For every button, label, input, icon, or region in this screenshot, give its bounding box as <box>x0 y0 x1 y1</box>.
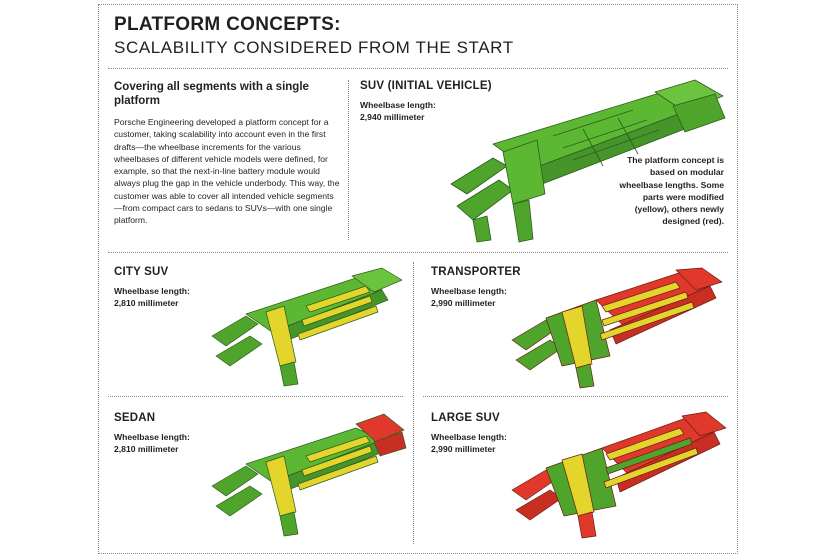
chassis-red-yellow-green-icon <box>511 267 723 389</box>
wheelbase-transporter: Wheelbase length: 2,990 millimeter <box>431 285 551 309</box>
vehicle-name-suv: SUV (INITIAL VEHICLE) <box>360 80 492 92</box>
wheelbase-label: Wheelbase length: <box>114 286 190 296</box>
wheelbase-suv: Wheelbase length: 2,940 millimeter <box>360 99 480 123</box>
wheelbase-sedan: Wheelbase length: 2,810 millimeter <box>114 431 234 455</box>
wheelbase-label: Wheelbase length: <box>431 432 507 442</box>
wheelbase-value: 2,940 millimeter <box>360 112 425 122</box>
intro-body: Porsche Engineering developed a platform… <box>114 117 340 226</box>
wheelbase-value: 2,810 millimeter <box>114 298 179 308</box>
chassis-red-green-yellow-icon <box>511 411 727 539</box>
vehicle-name-sedan: SEDAN <box>114 412 156 424</box>
platform-note: The platform concept is based on modular… <box>619 155 724 227</box>
lower-left-divider <box>108 396 403 397</box>
intro-divider <box>348 80 349 240</box>
wheelbase-label: Wheelbase length: <box>114 432 190 442</box>
page-title: PLATFORM CONCEPTS: <box>114 14 341 35</box>
upper-section-divider <box>108 252 728 253</box>
bottom-border <box>98 553 738 554</box>
wheelbase-city-suv: Wheelbase length: 2,810 millimeter <box>114 285 234 309</box>
intro-heading: Covering all segments with a single plat… <box>114 81 309 107</box>
infographic-frame: PLATFORM CONCEPTS: SCALABILITY CONSIDERE… <box>98 4 738 554</box>
wheelbase-value: 2,810 millimeter <box>114 444 179 454</box>
vehicle-name-city-suv: CITY SUV <box>114 266 169 278</box>
top-border <box>98 4 738 5</box>
middle-vertical-divider <box>413 262 414 544</box>
left-border <box>98 4 99 554</box>
vehicle-name-large-suv: LARGE SUV <box>431 412 500 424</box>
chassis-all-green-icon <box>450 79 726 243</box>
chassis-green-yellow-red-icon <box>211 413 407 537</box>
chassis-green-yellow-icon <box>211 267 403 387</box>
right-border <box>737 4 738 554</box>
wheelbase-value: 2,990 millimeter <box>431 444 496 454</box>
wheelbase-label: Wheelbase length: <box>360 100 436 110</box>
title-divider <box>108 68 728 69</box>
page-subtitle: SCALABILITY CONSIDERED FROM THE START <box>114 38 514 57</box>
vehicle-name-transporter: TRANSPORTER <box>431 266 521 278</box>
wheelbase-label: Wheelbase length: <box>431 286 507 296</box>
lower-right-divider <box>423 396 728 397</box>
wheelbase-value: 2,990 millimeter <box>431 298 496 308</box>
wheelbase-large-suv: Wheelbase length: 2,990 millimeter <box>431 431 551 455</box>
